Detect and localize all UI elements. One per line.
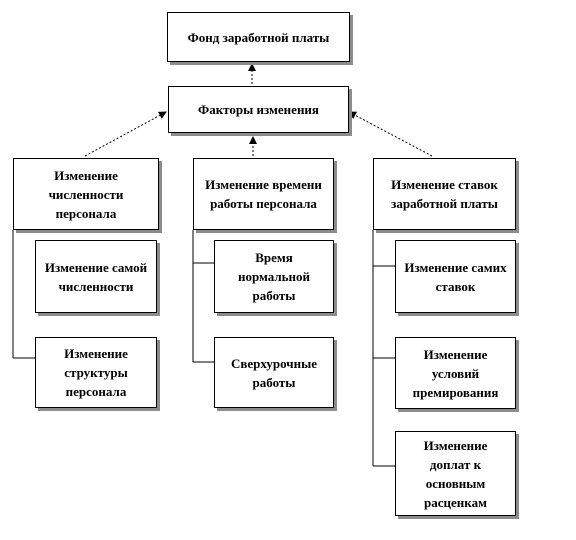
- branch-1-item-1: Изменение самой численности: [35, 240, 157, 313]
- node-fund: Фонд заработной платы: [167, 12, 350, 62]
- branch-2-item-2-label: Сверхурочные работы: [230, 355, 318, 390]
- branch-3-item-1-label: Изменение самих ставок: [404, 259, 507, 294]
- arrow-branch-1: [84, 111, 167, 157]
- branch-3-item-3-label: Изменение доплат к основным расценкам: [423, 437, 488, 510]
- branch-2-item-1-label: Время нормальной работы: [237, 250, 311, 303]
- branch-1-item-1-label: Изменение самой численности: [44, 259, 148, 294]
- node-factors-label: Факторы изменения: [198, 102, 319, 117]
- branch-2-item-1: Время нормальной работы: [214, 240, 334, 313]
- branch-1-title: Изменение численности персонала: [13, 158, 159, 230]
- branch-1-title-label: Изменение численности персонала: [48, 167, 124, 221]
- branch-3-title: Изменение ставок заработной платы: [373, 158, 516, 230]
- branch-1-item-2-label: Изменение структуры персонала: [64, 346, 128, 399]
- node-fund-label: Фонд заработной платы: [187, 29, 330, 45]
- branch-3-item-2: Изменение условий премирования: [395, 337, 516, 409]
- branch-2-title: Изменение времени работы персонала: [193, 158, 334, 230]
- branch-1-item-2: Изменение структуры персонала: [35, 337, 157, 408]
- branch-3-item-1: Изменение самих ставок: [395, 240, 516, 313]
- branch-3-title-label: Изменение ставок заработной платы: [391, 177, 498, 211]
- branch-2-title-label: Изменение времени работы персонала: [205, 177, 322, 211]
- branch-2-item-2: Сверхурочные работы: [214, 337, 334, 408]
- arrow-branch-3: [348, 111, 433, 157]
- branch-3-item-2-label: Изменение условий премирования: [412, 346, 499, 400]
- branch-3-item-3: Изменение доплат к основным расценкам: [395, 431, 516, 516]
- node-factors: Факторы изменения: [168, 86, 349, 133]
